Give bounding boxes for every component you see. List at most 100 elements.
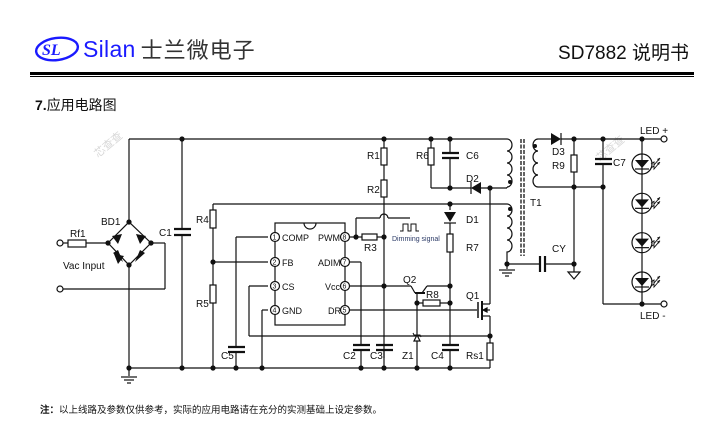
led-icon — [631, 192, 661, 214]
chassis-ground-icon — [566, 271, 582, 280]
r2-resistor — [380, 179, 388, 198]
svg-text:7: 7 — [343, 260, 347, 267]
r5-label: R5 — [196, 299, 209, 310]
r9-resistor — [570, 154, 578, 173]
r1-label: R1 — [367, 151, 380, 162]
ic-pin-adim: 7 ADIM — [318, 256, 351, 268]
led-minus-terminal — [660, 300, 668, 308]
svg-text:PWM: PWM — [318, 233, 340, 243]
note-prefix: 注： — [40, 405, 60, 416]
r4-label: R4 — [196, 215, 209, 226]
ic-pin-dr: 5 DR — [328, 304, 351, 316]
r9-label: R9 — [552, 161, 565, 172]
r2-label: R2 — [367, 185, 380, 196]
ic-pin-comp: 1 COMP — [269, 231, 309, 243]
dimming-signal-label: Dimming signal — [392, 236, 440, 243]
svg-text:3: 3 — [273, 284, 277, 291]
q1-label: Q1 — [466, 291, 480, 302]
q1-mosfet — [477, 187, 491, 336]
d2-label: D2 — [466, 174, 479, 185]
r4-resistor — [209, 209, 217, 229]
section-title: 应用电路图 — [46, 97, 117, 113]
z1-zener-diode — [412, 332, 422, 342]
sd7882-ic — [274, 222, 346, 326]
ground-icon — [121, 368, 137, 384]
bd1-label: BD1 — [101, 217, 121, 228]
d2-diode — [471, 182, 481, 194]
c6-label: C6 — [466, 151, 479, 162]
ic-notch — [303, 222, 317, 230]
cy-label: CY — [552, 244, 566, 255]
ic-pin-pwm: 8 PWM — [318, 231, 351, 243]
d1-label: D1 — [466, 215, 479, 226]
led-icon — [631, 232, 661, 254]
led-minus-label: LED - — [640, 311, 666, 322]
ac-input — [56, 239, 166, 293]
brand-name: Silan — [83, 35, 136, 62]
c5-label: C5 — [221, 351, 234, 362]
ic-pin-fb: 2 FB — [269, 256, 294, 268]
dimming-pulse-icon — [400, 223, 419, 232]
r7-label: R7 — [466, 243, 479, 254]
svg-text:2: 2 — [273, 260, 277, 267]
vac-input-label: Vac Input — [63, 261, 105, 272]
r3-resistor — [361, 233, 378, 241]
r7-resistor — [446, 233, 454, 253]
header-rule-thin — [30, 76, 694, 77]
t1-label: T1 — [530, 198, 542, 209]
svg-text:COMP: COMP — [282, 233, 309, 243]
svg-text:ADIM: ADIM — [318, 258, 341, 268]
led-plus-terminal — [660, 135, 668, 143]
bd1-bridge-rectifier — [105, 219, 154, 268]
z1-label: Z1 — [402, 351, 414, 362]
rf1-label: Rf1 — [70, 229, 86, 240]
d1-diode — [444, 212, 456, 222]
svg-text:1: 1 — [273, 235, 277, 242]
section-number: 7. — [35, 97, 47, 113]
led-icon — [631, 153, 661, 175]
c3-label: C3 — [370, 351, 383, 362]
svg-text:DR: DR — [328, 306, 341, 316]
svg-text:Vcc: Vcc — [325, 282, 341, 292]
q2-label: Q2 — [403, 275, 417, 286]
c2-label: C2 — [343, 351, 356, 362]
r3-label: R3 — [364, 243, 377, 254]
c1-label: C1 — [159, 228, 172, 239]
rf1-resistor — [67, 239, 87, 248]
company-name-cn: 士兰微电子 — [140, 38, 256, 63]
r6-resistor — [427, 147, 435, 166]
r5-resistor — [209, 284, 217, 304]
r8-label: R8 — [426, 290, 439, 301]
svg-text:SL: SL — [42, 42, 61, 59]
r1-resistor — [380, 147, 388, 166]
svg-text:5: 5 — [343, 308, 347, 315]
svg-text:CS: CS — [282, 282, 295, 292]
ic-pin-cs: 3 CS — [269, 280, 295, 292]
ic-pin-gnd: 4 GND — [269, 304, 303, 316]
input-terminal-2 — [56, 285, 64, 293]
note-text: 以上线路及参数仅供参考，实际的应用电路请在充分的实测基础上设定参数。 — [59, 405, 383, 416]
c7-label: C7 — [613, 158, 626, 169]
watermark: 芯查查 — [91, 128, 125, 160]
rs1-label: Rs1 — [466, 351, 484, 362]
input-terminal-1 — [56, 239, 64, 247]
svg-text:FB: FB — [282, 258, 294, 268]
svg-text:6: 6 — [343, 284, 347, 291]
header-rule — [30, 72, 694, 75]
c4-label: C4 — [431, 351, 444, 362]
r6-label: R6 — [416, 151, 429, 162]
company-logo: SL Silan 士兰微电子 — [34, 33, 256, 65]
svg-text:4: 4 — [273, 308, 277, 315]
svg-text:8: 8 — [343, 235, 347, 242]
d3-label: D3 — [552, 147, 565, 158]
footnote: 注：以上线路及参数仅供参考，实际的应用电路请在充分的实测基础上设定参数。 — [40, 402, 382, 416]
ground-icon — [499, 264, 515, 277]
svg-text:GND: GND — [282, 306, 303, 316]
led-plus-label: LED + — [640, 126, 668, 137]
d3-diode — [551, 133, 561, 145]
section-heading: 7.应用电路图 — [35, 95, 117, 115]
ic-pin-vcc: 6 Vcc — [325, 280, 351, 292]
t1-transformer — [506, 138, 539, 264]
rs1-resistor — [486, 342, 494, 361]
